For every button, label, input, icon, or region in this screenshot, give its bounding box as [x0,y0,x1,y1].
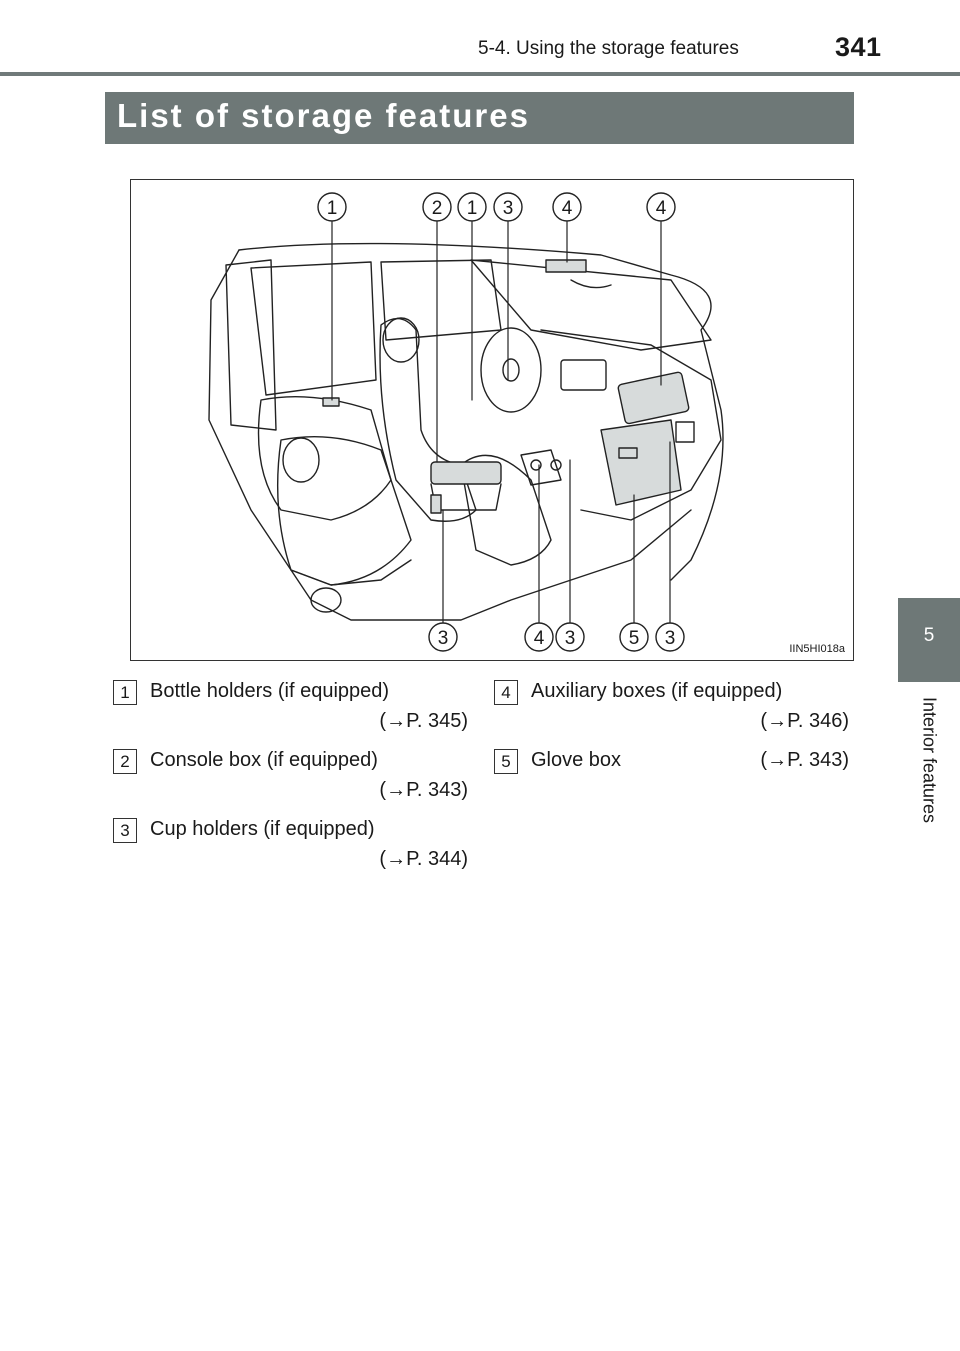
legend-text: Glove box [531,749,622,771]
callout-marker [457,192,487,222]
header-divider [0,72,960,76]
legend-item-console-box: 2 Console box (if equipped) (→P. 343) [113,749,468,809]
page-reference: (→P. 343) [760,749,849,771]
figure-code: IIN5HI018a [789,643,845,655]
callout-label: 4 [562,198,573,219]
legend-text: Bottle holders (if equipped) [150,680,390,702]
callout-label: 3 [503,198,514,219]
interior-illustration: 1 2 1 3 4 4 3 4 3 5 3 IIN5HI018a [130,179,854,661]
legend-text: Console box (if equipped) [150,749,378,771]
running-header-section: 5-4. Using the storage features [478,38,739,59]
page-number: 341 [835,32,882,62]
chapter-label: Interior features [919,696,940,824]
callout-label: 1 [327,198,338,219]
callout-marker [317,192,347,222]
chapter-number: 5 [923,625,935,646]
legend-number-badge: 5 [494,749,518,774]
page-reference: (→P. 346) [760,710,849,732]
legend-text: Cup holders (if equipped) [150,818,375,840]
legend-item-bottle-holders: 1 Bottle holders (if equipped) (→P. 345) [113,680,468,740]
callout-label: 5 [629,628,640,649]
legend-number-badge: 3 [113,818,137,843]
page-reference: (→P. 345) [379,710,468,732]
callout-marker [422,192,452,222]
page-title: List of storage features [117,97,530,134]
callout-marker [655,622,685,652]
callout-label: 4 [534,628,545,649]
callout-label: 3 [438,628,449,649]
page-reference: (→P. 344) [379,848,468,870]
callout-marker [524,622,554,652]
callout-label: 1 [467,198,478,219]
callout-marker [493,192,523,222]
legend-item-glove-box: 5 Glove box (→P. 343) [494,749,849,809]
callout-marker [552,192,582,222]
callout-marker [555,622,585,652]
callout-label: 3 [665,628,676,649]
callout-label: 4 [656,198,667,219]
legend-text: Auxiliary boxes (if equipped) [531,680,783,702]
legend-number-badge: 1 [113,680,137,705]
chapter-tab: 5 [898,598,960,682]
callout-marker [619,622,649,652]
callout-label: 3 [565,628,576,649]
section-title-bar: List of storage features [105,92,854,144]
car-interior-drawing: 1 2 1 3 4 4 3 4 3 5 3 [208,192,724,652]
legend-number-badge: 2 [113,749,137,774]
legend-item-cup-holders: 3 Cup holders (if equipped) (→P. 344) [113,818,468,878]
callout-marker [428,622,458,652]
legend-number-badge: 4 [494,680,518,705]
callout-label: 2 [432,198,443,219]
legend-item-auxiliary-boxes: 4 Auxiliary boxes (if equipped) (→P. 346… [494,680,849,740]
page-reference: (→P. 343) [379,779,468,801]
callout-marker [646,192,676,222]
